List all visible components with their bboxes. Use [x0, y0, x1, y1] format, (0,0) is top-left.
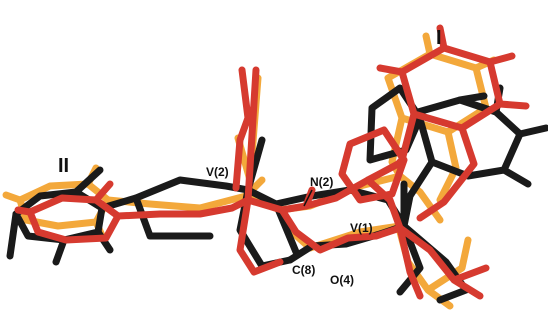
red-link-left — [114, 196, 252, 220]
black-link-left-b — [132, 194, 214, 240]
atom-labels: I II V(2) N(2) V(1) C(8) O(4) — [58, 27, 442, 287]
label-o4: O(4) — [330, 273, 354, 287]
black-ring-ii — [12, 188, 106, 244]
red-v2-up — [232, 66, 260, 204]
red-inner-ring — [338, 126, 408, 204]
red-v1-lower — [396, 224, 490, 300]
label-ligand-i: I — [436, 27, 442, 49]
red-chelate — [244, 160, 402, 214]
red-ring-ii-subst — [14, 180, 114, 216]
label-ligand-ii: II — [58, 155, 69, 177]
red-ring-i-subst — [376, 24, 530, 110]
label-v2: V(2) — [206, 165, 229, 179]
black-molecule — [6, 84, 548, 304]
label-c8: C(8) — [292, 263, 315, 277]
red-v2-down — [236, 196, 284, 276]
red-molecule — [14, 24, 530, 300]
red-ring-ii — [26, 194, 122, 244]
label-n2: N(2) — [310, 175, 333, 189]
label-v1: V(1) — [350, 221, 373, 235]
label-n2-leader — [303, 189, 313, 207]
black-ring-ii-subst — [6, 166, 114, 266]
red-chelate-b — [278, 206, 404, 254]
